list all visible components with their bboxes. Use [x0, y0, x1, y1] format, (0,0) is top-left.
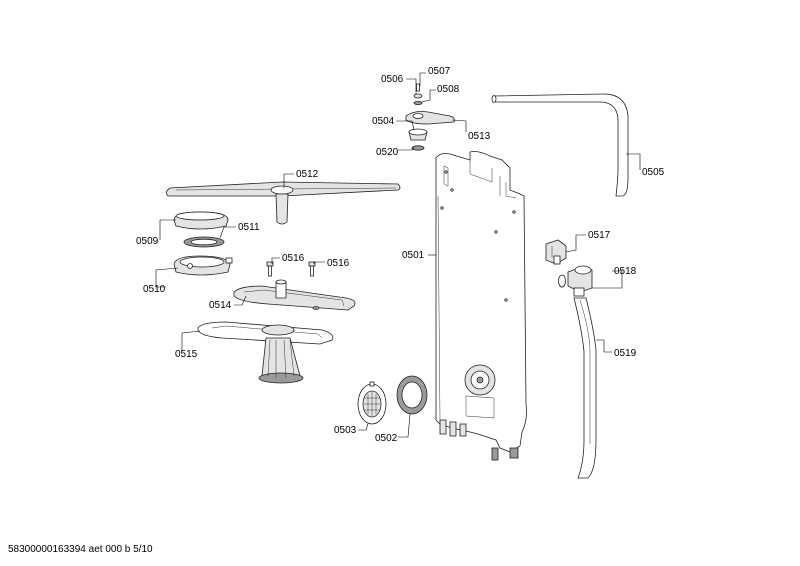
part-0519-hose[interactable] [573, 297, 597, 479]
part-0517-clip[interactable] [545, 239, 567, 265]
part-0518-fitting[interactable] [558, 265, 593, 297]
part-0506-screw[interactable] [413, 83, 423, 99]
leader-0505 [626, 153, 641, 170]
part-0516-screw-a[interactable] [266, 261, 274, 277]
label-0510: 0510 [143, 284, 166, 295]
part-0508-washer[interactable] [413, 101, 423, 106]
label-0509: 0509 [136, 236, 159, 247]
leader-0510 [155, 267, 179, 288]
leader-lines [155, 72, 641, 438]
leader-0515 [181, 330, 201, 352]
leader-0502 [398, 413, 411, 438]
leader-0516b [313, 261, 325, 264]
part-0511-seal[interactable] [183, 236, 225, 248]
leader-0517 [565, 234, 586, 253]
label-0518: 0518 [614, 266, 637, 277]
part-0509-cap[interactable] [173, 211, 229, 230]
leader-0509 [159, 219, 176, 240]
label-0513: 0513 [468, 131, 491, 142]
part-labels: 0507 0506 0508 0504 0513 0520 0505 0512 … [136, 66, 665, 444]
leader-0519 [596, 339, 612, 353]
part-0505-tube[interactable] [491, 93, 629, 197]
label-0514: 0514 [209, 300, 232, 311]
leader-0513 [451, 119, 467, 132]
part-0502-gasket[interactable] [396, 375, 428, 415]
leader-0520 [398, 147, 415, 151]
leader-0507 [419, 72, 426, 86]
part-0513-nozzle-arm[interactable] [405, 111, 455, 125]
label-0505: 0505 [642, 167, 665, 178]
leader-0506 [406, 78, 417, 94]
leader-0512 [283, 173, 294, 188]
label-0516a: 0516 [282, 253, 305, 264]
label-0503: 0503 [334, 425, 357, 436]
document-footer: 58300000163394 aet 000 b 5/10 [8, 544, 153, 555]
part-0514-frame[interactable] [233, 279, 356, 311]
part-0510-adapter[interactable] [173, 255, 233, 276]
leader-0516a [271, 257, 280, 264]
label-0515: 0515 [175, 349, 198, 360]
label-0512: 0512 [296, 169, 319, 180]
label-0504: 0504 [372, 116, 395, 127]
part-0501-panel[interactable] [435, 151, 527, 461]
label-0517: 0517 [588, 230, 611, 241]
part-0520-ring[interactable] [411, 145, 425, 151]
part-0516-screw-b[interactable] [308, 261, 316, 277]
label-0516b: 0516 [327, 258, 350, 269]
leader-0511 [219, 226, 236, 239]
label-0511: 0511 [238, 222, 260, 233]
label-0520: 0520 [376, 147, 399, 158]
leader-0504 [396, 120, 415, 131]
part-0503-strainer[interactable] [357, 381, 387, 425]
leader-0503 [358, 423, 369, 431]
leader-0508 [421, 89, 436, 103]
part-0504-hub[interactable] [408, 128, 428, 141]
label-0506: 0506 [381, 74, 404, 85]
label-0519: 0519 [614, 348, 637, 359]
part-0512-spray-arm[interactable] [166, 181, 401, 225]
label-0508: 0508 [437, 84, 460, 95]
label-0501: 0501 [402, 250, 425, 261]
leader-0514 [234, 295, 247, 306]
label-0502: 0502 [375, 433, 398, 444]
leader-0518 [592, 270, 623, 289]
part-0515-filter[interactable] [197, 321, 334, 384]
label-0507: 0507 [428, 66, 451, 77]
